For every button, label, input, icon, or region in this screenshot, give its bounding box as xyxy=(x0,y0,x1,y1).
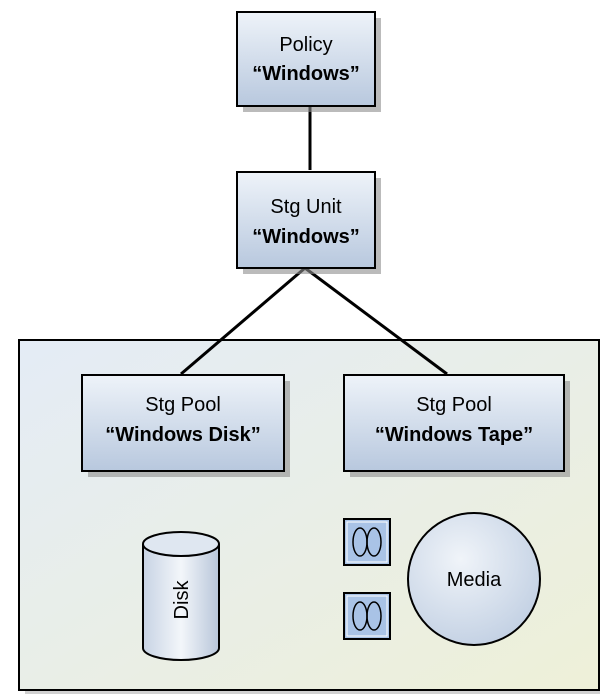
stg-unit-box[interactable]: Stg Unit “Windows” xyxy=(236,171,381,274)
connector-lines xyxy=(180,107,448,376)
stg-pool-tape-box[interactable]: Stg Pool “Windows Tape” xyxy=(343,374,570,477)
policy-name: “Windows” xyxy=(252,63,360,85)
tape-cartridge-icon[interactable] xyxy=(343,518,391,566)
stg-unit-name: “Windows” xyxy=(252,226,360,248)
disk-label: Disk xyxy=(171,580,193,620)
disk-cylinder-icon[interactable]: Disk xyxy=(142,531,220,661)
stg-pool-tape-title: Stg Pool xyxy=(416,394,492,416)
stg-unit-title: Stg Unit xyxy=(270,196,342,218)
stg-pool-disk-title: Stg Pool xyxy=(145,394,221,416)
stg-pool-tape-name: “Windows Tape” xyxy=(375,424,533,446)
policy-title: Policy xyxy=(279,34,332,56)
media-label: Media xyxy=(447,569,502,591)
connector-stgunit-pooldisk xyxy=(180,266,306,376)
media-circle[interactable]: Media xyxy=(407,512,541,646)
tape-cartridge-icon[interactable] xyxy=(343,592,391,640)
stg-pool-disk-name: “Windows Disk” xyxy=(105,424,260,446)
connector-stgunit-pooltape xyxy=(304,266,448,376)
policy-box[interactable]: Policy “Windows” xyxy=(236,11,381,112)
stg-pool-disk-box[interactable]: Stg Pool “Windows Disk” xyxy=(81,374,290,477)
